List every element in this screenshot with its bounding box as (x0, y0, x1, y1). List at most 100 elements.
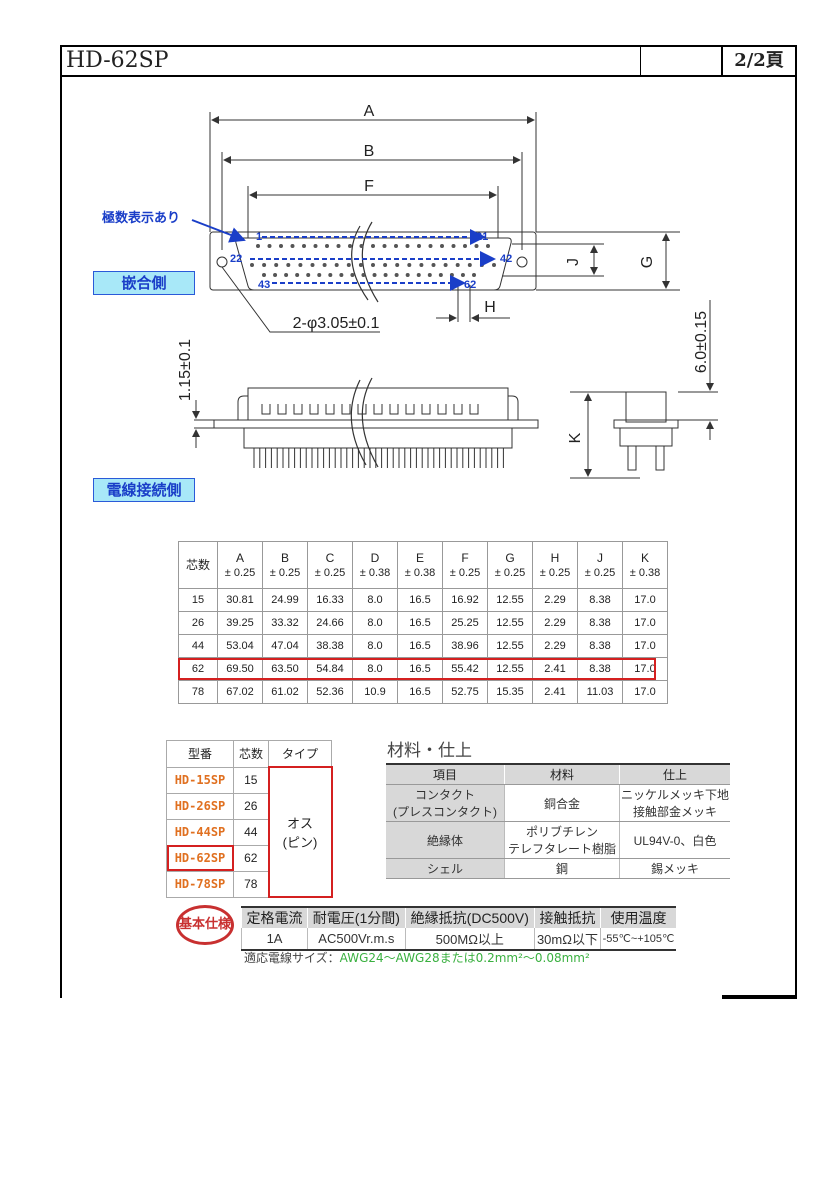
side-contact (309, 404, 319, 415)
table-row: シェル鋼錫メッキ (386, 858, 730, 879)
title-block-blank (641, 47, 723, 75)
pin-contact (310, 263, 315, 267)
model-cell: HD-26SP (166, 792, 234, 820)
dim-cell: 62 (178, 657, 218, 681)
pin-contact (286, 263, 291, 267)
bottom-rule (722, 995, 797, 999)
cores-cell: 26 (233, 792, 269, 820)
cores-header: 芯数 (233, 740, 269, 768)
pin-contact (262, 273, 266, 277)
pin-contact (383, 263, 388, 267)
dim-cell: 17.0 (622, 611, 668, 635)
dim-cell: 25.25 (442, 611, 488, 635)
side-contact (341, 404, 351, 415)
mat-line: 銅合金 (543, 796, 580, 811)
dim-h: H (484, 299, 496, 316)
type-header: タイプ (268, 740, 332, 768)
mat-material-header: 材料 (504, 763, 620, 785)
dim-cell: 2.29 (532, 588, 578, 612)
mat-line: ニッケルメッキ下地 (621, 788, 730, 802)
dim-cell: 44 (178, 634, 218, 658)
pin-contact (322, 263, 327, 267)
side-contact (421, 404, 431, 415)
dim-cell: 38.38 (307, 634, 353, 658)
dim-header-tol: ± 0.25 (224, 567, 256, 579)
mat-line: シェル (426, 862, 463, 876)
mat-item-header: 項目 (386, 763, 505, 785)
dim-header-label: K (640, 551, 649, 565)
mounting-hole-left (216, 256, 228, 268)
dim-cell: 52.36 (307, 680, 353, 704)
pin-number-note: 極数表示あり (101, 210, 180, 225)
page-frame (60, 45, 797, 998)
pin-contact (284, 273, 289, 277)
dim-a: A (364, 103, 375, 120)
dim-b: B (364, 143, 375, 160)
pin-contact (262, 263, 267, 267)
dim-header-tol: ± 0.25 (449, 567, 481, 579)
pin-contact (371, 263, 375, 267)
side-contact (405, 404, 415, 415)
dim-cell: 17.0 (622, 634, 668, 658)
dim-cell: 61.02 (262, 680, 308, 704)
dim-cell: 2.29 (532, 634, 578, 658)
spec-value: 1A (240, 928, 308, 951)
mat-cell-fin: ニッケルメッキ下地接触部金メッキ (619, 784, 730, 822)
left-tolerance: 1.15±0.1 (177, 339, 194, 401)
pin-contact (339, 273, 344, 277)
dim-cell: 67.02 (217, 680, 263, 704)
side-contact (293, 404, 303, 415)
dim-cell: 30.81 (217, 588, 263, 612)
pin-22: 22 (230, 253, 242, 265)
dim-header: F± 0.25 (442, 541, 488, 589)
mat-line: UL94V-0、白色 (633, 833, 717, 848)
pin-contact (359, 244, 364, 248)
dim-cell: 17.0 (622, 588, 668, 612)
dim-cell: 2.29 (532, 611, 578, 635)
dim-header-tol: ± 0.25 (539, 567, 571, 579)
dim-cell: 2.41 (532, 680, 578, 704)
pin-contact (298, 263, 303, 267)
wire-side-label: 電線接続側 (93, 478, 195, 502)
pin-21: 21 (476, 231, 488, 243)
pin-contact (449, 273, 454, 277)
side-contact (389, 404, 399, 415)
dim-cell: 17.0 (622, 680, 668, 704)
pin-contact (419, 263, 424, 267)
dim-header-tol: ± 0.25 (269, 567, 301, 579)
dim-header-label: E (415, 551, 424, 565)
dim-cell: 53.04 (217, 634, 263, 658)
dim-cell: 8.0 (352, 634, 398, 658)
side-contact (469, 404, 479, 415)
dim-cell: 24.99 (262, 588, 308, 612)
type-line1: オス (286, 816, 313, 831)
side-flange (213, 419, 539, 429)
pin-contact (313, 244, 318, 248)
dim-header-label: A (235, 551, 244, 565)
dim-header-label: C (325, 551, 335, 565)
mat-cell-mat: ポリブチレンテレフタレート樹脂 (504, 821, 620, 859)
mat-line: 錫メッキ (650, 862, 699, 876)
mat-cell-item: コンタクト(プレスコンタクト) (386, 784, 505, 822)
page-number: 2/2頁 (734, 50, 784, 71)
hole-dim: 2-φ3.05±0.1 (293, 315, 380, 332)
mat-cell-mat: 銅合金 (504, 784, 620, 822)
mounting-hole-right (516, 256, 528, 268)
dim-header-tol: ± 0.25 (314, 567, 346, 579)
pin-43: 43 (258, 279, 270, 291)
pin-contact (382, 244, 387, 248)
type-line2: (ピン) (282, 835, 318, 850)
pin-contact (348, 244, 352, 248)
side-contact (357, 404, 367, 415)
materials-title: 材料・仕上 (387, 741, 472, 761)
mat-cell-item: シェル (386, 858, 505, 879)
pin-contact (427, 273, 432, 277)
spec-value: 500MΩ以上 (404, 928, 535, 951)
spec-value: 30mΩ以下 (533, 928, 601, 951)
dim-cell: 39.25 (217, 611, 263, 635)
